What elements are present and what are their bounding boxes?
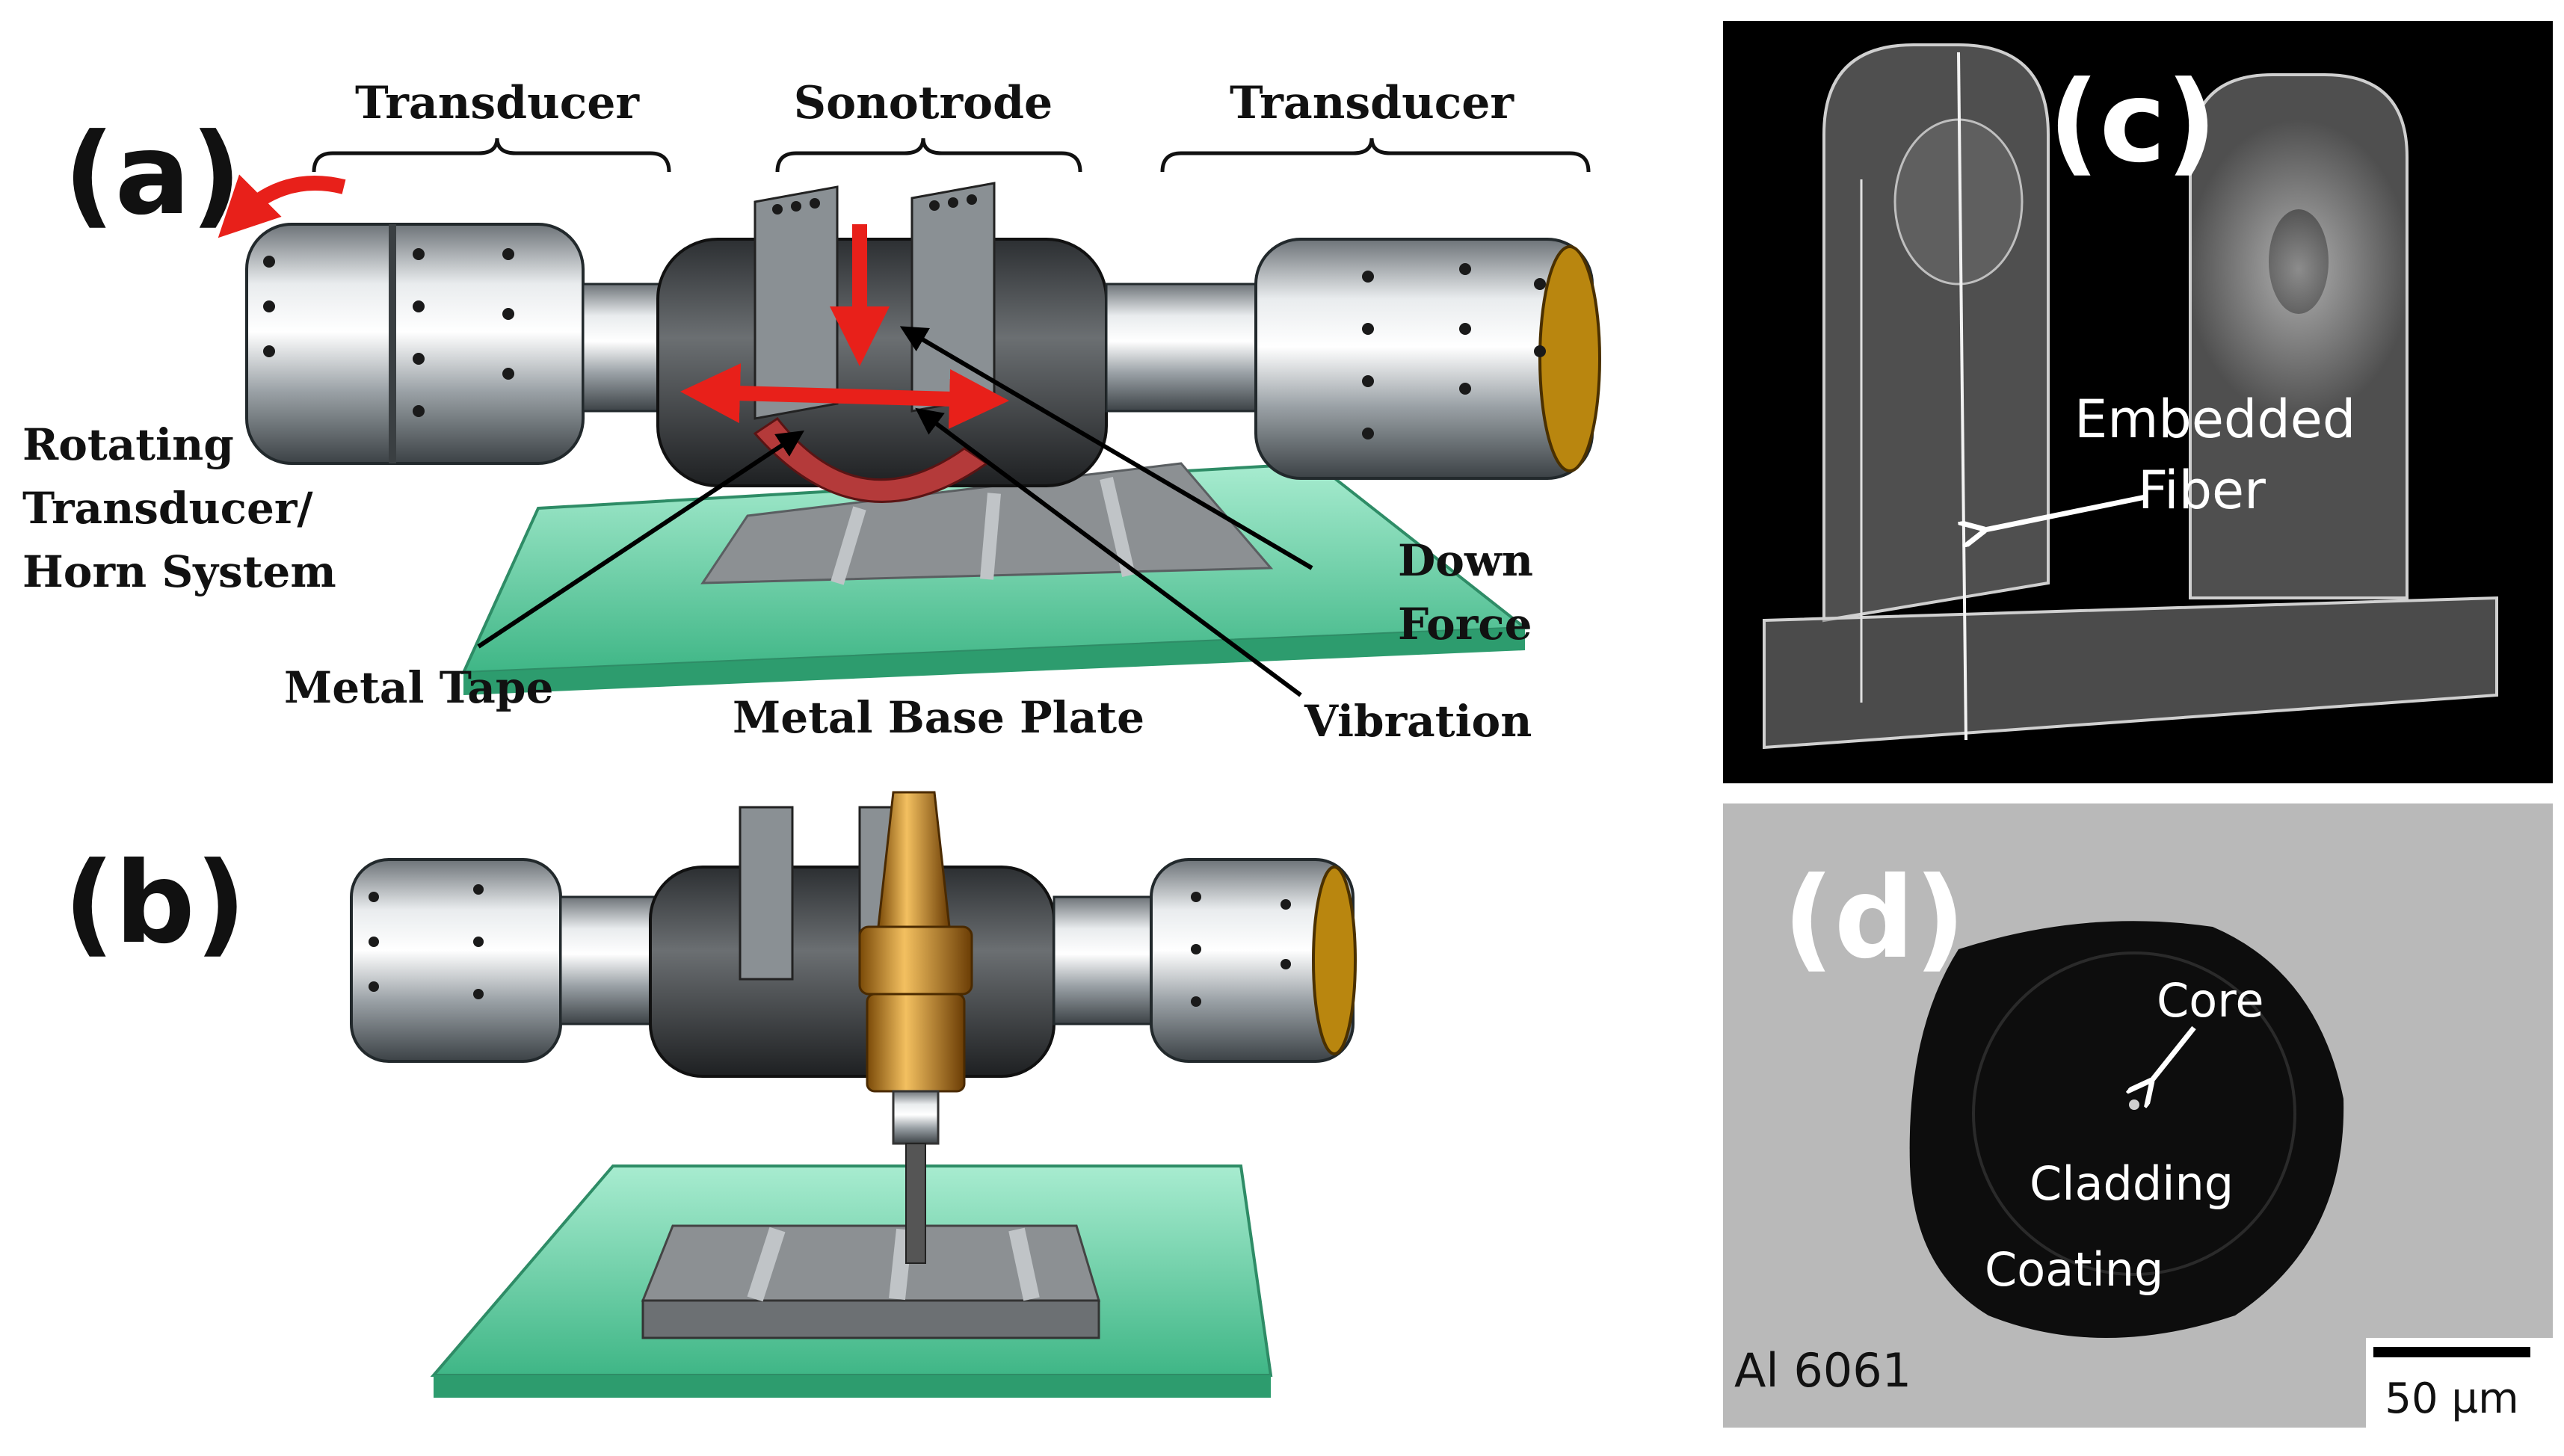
- panel-a-tag: (a): [64, 110, 241, 240]
- label-down-force-1: Down: [1398, 535, 1533, 586]
- panel-c-tag: (c): [2048, 58, 2217, 188]
- rotation-arrow: [218, 174, 346, 238]
- label-metal-tape: Metal Tape: [284, 662, 553, 713]
- transducer-left-holes: [263, 248, 514, 417]
- sonotrode-horn: [656, 238, 1108, 487]
- label-core: Core: [2157, 973, 2264, 1028]
- panel-c-embedded-fiber: [1957, 52, 1967, 741]
- scale-bar: [2373, 1347, 2530, 1357]
- panel-d-tag: (d): [1783, 854, 1965, 984]
- transducer-right-end: [1538, 245, 1601, 472]
- panel-b-drill-bit: [905, 1143, 926, 1264]
- brace-transducer-right: [1160, 138, 1591, 173]
- label-embedded: Embedded: [2074, 389, 2355, 450]
- sonotrode-plate-right: [910, 182, 996, 413]
- panel-d: (d) Core Cladding Coating Al 6061 50 µm: [1723, 803, 2553, 1428]
- panel-c-fiber-pointer: [1981, 494, 2146, 531]
- panel-b: (b): [64, 791, 1357, 1398]
- sonotrode-plate-left: [754, 185, 839, 420]
- panel-b-horn: [649, 866, 1056, 1078]
- label-transducer-left: Transducer: [355, 77, 640, 129]
- label-cladding: Cladding: [2030, 1156, 2234, 1211]
- panel-c: (c) Embedded Fiber: [1723, 21, 2553, 783]
- label-down-force-2: Force: [1398, 599, 1532, 650]
- vibration-arrow: [680, 363, 1009, 429]
- label-coating: Coating: [1985, 1242, 2163, 1297]
- transducer-left-body: [245, 223, 585, 465]
- panel-d-cladding-ring: [1972, 951, 2296, 1276]
- panel-d-core: [2129, 1099, 2139, 1110]
- label-rotating-3: Horn System: [22, 546, 336, 597]
- panel-c-bracket-base: [1763, 596, 2498, 750]
- transducer-right-holes: [1362, 263, 1546, 439]
- label-vibration: Vibration: [1304, 696, 1532, 747]
- label-material: Al 6061: [1734, 1343, 1911, 1398]
- panel-a: (a) Transducer Sonotrode Transducer Rota…: [22, 77, 1601, 747]
- label-sonotrode: Sonotrode: [794, 77, 1053, 129]
- panel-d-core-pointer: [2149, 1025, 2196, 1084]
- base-plate-edge: [463, 628, 1525, 695]
- label-transducer-right: Transducer: [1230, 77, 1514, 129]
- panel-b-transducer-left: [350, 858, 562, 1063]
- pointer-vibration: [915, 407, 1302, 697]
- panel-d-fiber-cross-section: [1909, 921, 2344, 1338]
- brace-sonotrode: [775, 138, 1082, 173]
- panel-b-tag: (b): [64, 839, 246, 969]
- label-rotating-1: Rotating: [22, 419, 234, 470]
- pointer-metal-tape: [477, 431, 805, 649]
- pointer-down-force: [899, 326, 1313, 570]
- scale-bar-label: 50 µm: [2385, 1375, 2518, 1423]
- brace-transducer-left: [312, 138, 671, 173]
- label-fiber: Fiber: [2138, 460, 2266, 521]
- label-metal-base-plate: Metal Base Plate: [733, 692, 1144, 743]
- label-rotating-2: Transducer/: [22, 483, 313, 534]
